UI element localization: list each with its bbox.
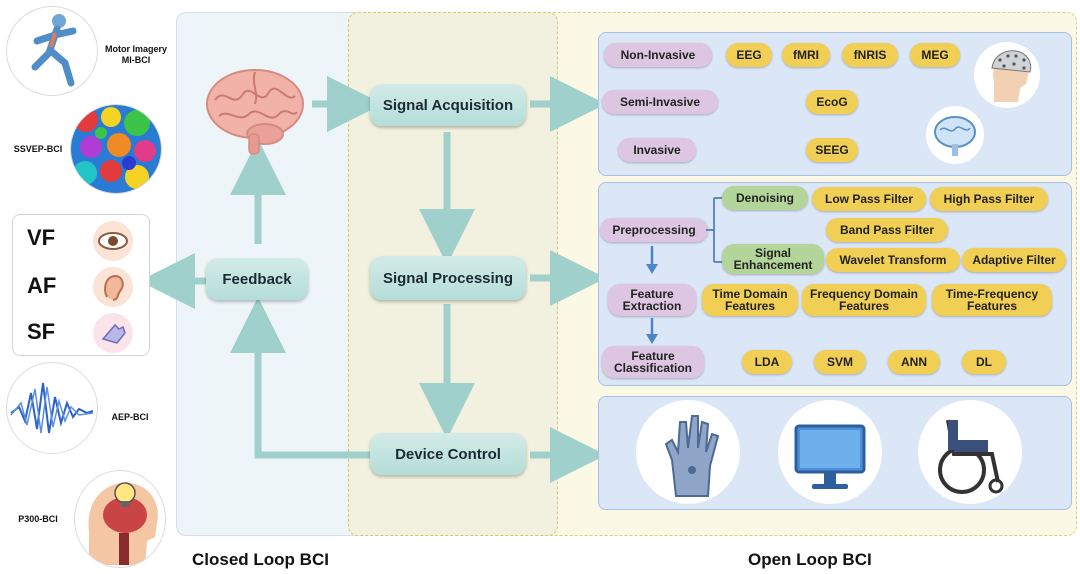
time-domain-text: Time Domain Features (712, 287, 788, 313)
high-pass-text: High Pass Filter (943, 192, 1035, 206)
device-control-node: Device Control (370, 433, 526, 475)
adaptive-pill: Adaptive Filter (962, 248, 1066, 272)
hand-touch-icon (93, 313, 133, 353)
low-pass-text: Low Pass Filter (824, 192, 914, 206)
arrow-extraction-classification (646, 318, 658, 344)
lda-pill: LDA (742, 350, 792, 374)
runner-icon (31, 14, 77, 87)
feature-classification-pill: Feature Classification (602, 346, 704, 378)
motor-imagery-label: Motor Imagery MI-BCI (96, 44, 176, 66)
feedback-label: Feedback (222, 270, 292, 288)
motor-imagery-text: Motor Imagery (104, 44, 167, 54)
fnris-text: fNRIS (853, 48, 887, 62)
preprocessing-pill: Preprocessing (600, 218, 708, 242)
signal-enhancement-pill: Signal Enhancement (722, 244, 824, 274)
dl-pill: DL (962, 350, 1006, 374)
frequency-domain-text: Frequency Domain Features (809, 287, 919, 313)
eye-icon (93, 221, 133, 261)
time-domain-pill: Time Domain Features (702, 284, 798, 316)
arrow-device-feedback (230, 297, 370, 459)
denoising-text: Denoising (735, 191, 794, 205)
ann-pill: ANN (888, 350, 940, 374)
motor-imagery-circle (6, 6, 98, 96)
feature-classification-text: Feature Classification (613, 349, 693, 375)
invasive-text: Invasive (633, 143, 681, 157)
band-pass-pill: Band Pass Filter (826, 218, 948, 242)
computer-monitor-icon (778, 400, 882, 504)
frequency-domain-pill: Frequency Domain Features (802, 284, 926, 316)
ssvep-pattern-icon (71, 105, 161, 193)
dl-text: DL (976, 355, 992, 369)
time-frequency-text: Time-Frequency Features (945, 287, 1039, 313)
eeg-cap-head-icon (974, 42, 1040, 108)
signal-processing-label: Signal Processing (382, 269, 514, 287)
vf-label: VF (27, 225, 56, 250)
fmri-text: fMRI (793, 48, 819, 62)
time-frequency-pill: Time-Frequency Features (932, 284, 1052, 316)
semi-invasive-text: Semi-Invasive (619, 95, 701, 109)
eeg-pill: EEG (726, 43, 772, 67)
p300-text: P300-BCI (18, 514, 58, 524)
brain-icon (206, 69, 304, 155)
feedback-types-box: VF AF SF (12, 214, 150, 356)
brain-electrode-icon (926, 106, 984, 164)
semi-invasive-pill: Semi-Invasive (602, 90, 718, 114)
lda-text: LDA (754, 355, 780, 369)
fmri-pill: fMRI (782, 43, 830, 67)
waveform-icon (10, 382, 94, 434)
closed-loop-label: Closed Loop BCI (192, 550, 329, 569)
ann-text: ANN (901, 355, 927, 369)
preprocessing-bracket (706, 197, 726, 263)
band-pass-text: Band Pass Filter (839, 223, 935, 237)
arrow-preprocessing-extraction (646, 246, 658, 274)
ssvep-label: SSVEP-BCI (6, 144, 70, 155)
robotic-hand-icon (636, 400, 740, 504)
signal-processing-node: Signal Processing (370, 256, 526, 300)
ssvep-circle (70, 104, 162, 194)
mi-bci-text: MI-BCI (121, 55, 151, 65)
fnris-pill: fNRIS (842, 43, 898, 67)
af-label: AF (27, 273, 57, 298)
p300-label: P300-BCI (6, 514, 70, 525)
signal-enhancement-text: Signal Enhancement (733, 246, 813, 272)
svm-text: SVM (826, 355, 853, 369)
high-pass-pill: High Pass Filter (930, 187, 1048, 211)
signal-acquisition-label: Signal Acquisition (382, 96, 514, 114)
ssvep-text: SSVEP-BCI (13, 144, 63, 154)
seeg-text: SEEG (815, 143, 849, 157)
seeg-pill: SEEG (806, 138, 858, 162)
aep-text: AEP-BCI (111, 412, 149, 422)
invasive-pill: Invasive (618, 138, 696, 162)
head-lightbulb-icon (88, 482, 158, 565)
low-pass-pill: Low Pass Filter (812, 187, 926, 211)
denoising-pill: Denoising (722, 186, 808, 210)
non-invasive-pill: Non-Invasive (604, 43, 712, 67)
wheelchair-icon (918, 400, 1022, 504)
aep-circle (6, 362, 98, 454)
adaptive-text: Adaptive Filter (972, 253, 1056, 267)
feedback-node: Feedback (206, 258, 308, 300)
meg-text: MEG (921, 48, 949, 62)
ecog-pill: EcoG (806, 90, 858, 114)
eeg-text: EEG (736, 48, 762, 62)
wavelet-pill: Wavelet Transform (826, 248, 960, 272)
meg-pill: MEG (910, 43, 960, 67)
device-control-label: Device Control (395, 445, 501, 463)
open-loop-label: Open Loop BCI (748, 550, 872, 569)
preprocessing-text: Preprocessing (612, 223, 696, 237)
svm-pill: SVM (814, 350, 866, 374)
p300-circle (74, 470, 166, 568)
aep-label: AEP-BCI (100, 412, 160, 423)
wavelet-text: Wavelet Transform (839, 253, 947, 267)
ecog-text: EcoG (816, 95, 848, 109)
ear-icon (93, 267, 133, 307)
feature-extraction-text: Feature Extraction (622, 287, 682, 313)
non-invasive-text: Non-Invasive (620, 48, 696, 62)
signal-acquisition-node: Signal Acquisition (370, 84, 526, 126)
feature-extraction-pill: Feature Extraction (608, 284, 696, 316)
sf-label: SF (27, 319, 56, 344)
